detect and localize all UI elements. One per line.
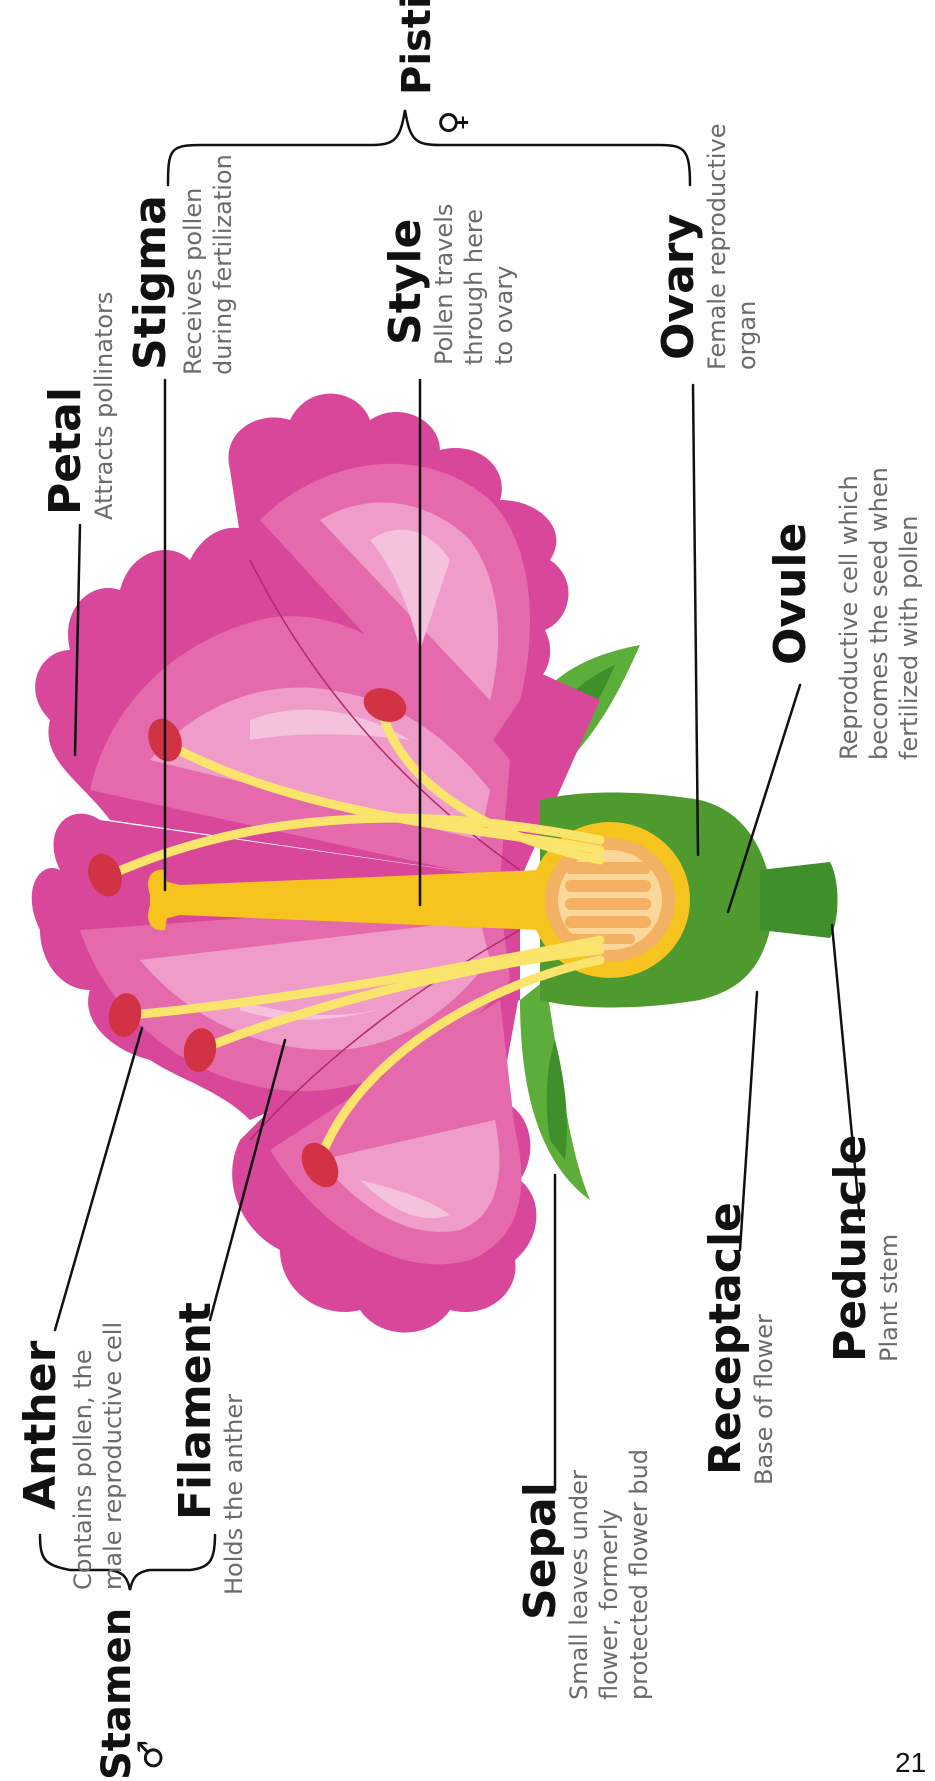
- style-label: Style Pollen travels through here to ova…: [380, 204, 518, 365]
- sepal-desc-line-2: flower, formerly: [595, 1509, 623, 1700]
- ovary-title: Ovary: [653, 214, 704, 360]
- petal-label: Petal Attracts pollinators: [40, 292, 118, 520]
- style-title: Style: [380, 219, 431, 345]
- peduncle: [760, 862, 838, 938]
- anther-leader: [55, 1028, 142, 1330]
- sepal-title: Sepal: [515, 1482, 566, 1620]
- ovary-desc-line-2: organ: [733, 301, 761, 370]
- stamen-label: Stamen ♂: [94, 1608, 171, 1780]
- pistil-title: Pistil: [394, 0, 440, 95]
- style-desc-line-3: to ovary: [490, 266, 518, 365]
- pistil-brace: [168, 110, 690, 185]
- stamen-symbol: ♂: [131, 1740, 171, 1770]
- receptacle-title: Receptacle: [700, 1202, 751, 1475]
- stigma-desc-line-1: Receives pollen: [179, 188, 207, 375]
- filament-title: Filament: [170, 1302, 221, 1520]
- style-desc-line-2: through here: [460, 209, 488, 365]
- flower-illustration: [32, 394, 838, 1333]
- sepal-desc-line-3: protected flower bud: [625, 1449, 653, 1700]
- filament-label: Filament Holds the anther: [170, 1302, 248, 1595]
- ovule-desc-line-3: fertilized with pollen: [895, 516, 923, 761]
- petal-desc-line-1: Attracts pollinators: [90, 292, 118, 520]
- anther-label: Anther Contains pollen, the male reprodu…: [15, 1322, 127, 1590]
- sepal-desc-line-1: Small leaves under: [565, 1470, 593, 1700]
- anther-desc-line-1: Contains pollen, the: [69, 1349, 97, 1590]
- style-desc-line-1: Pollen travels: [430, 204, 458, 365]
- peduncle-desc-line-1: Plant stem: [875, 1234, 903, 1362]
- receptacle-desc-line-1: Base of flower: [750, 1314, 778, 1485]
- ovule-label: Ovule Reproductive cell which becomes th…: [765, 467, 923, 760]
- petal-title: Petal: [40, 387, 91, 515]
- page-number: 21: [895, 1747, 926, 1778]
- peduncle-label: Peduncle Plant stem: [825, 1135, 903, 1362]
- ovary-leader: [693, 385, 698, 855]
- ovule-desc-line-1: Reproductive cell which: [835, 475, 863, 760]
- stamen-brace: [40, 1535, 215, 1590]
- pistil-symbol: ♀: [433, 110, 473, 135]
- receptacle-label: Receptacle Base of flower: [700, 1202, 778, 1485]
- ovule-desc-line-2: becomes the seed when: [865, 467, 893, 760]
- anther-title: Anther: [15, 1340, 66, 1510]
- ovary-desc-line-1: Female reproductive: [703, 124, 731, 370]
- stigma-title: Stigma: [125, 195, 176, 370]
- ovary-label: Ovary Female reproductive organ: [653, 124, 761, 370]
- anther-desc-line-2: male reproductive cell: [99, 1322, 127, 1590]
- stigma-label: Stigma Receives pollen during fertilizat…: [125, 154, 237, 375]
- ovule-title: Ovule: [765, 523, 816, 665]
- stigma-desc-line-2: during fertilization: [209, 154, 237, 375]
- sepal-label: Sepal Small leaves under flower, formerl…: [515, 1449, 653, 1700]
- filament-desc-line-1: Holds the anther: [220, 1394, 248, 1595]
- peduncle-title: Peduncle: [825, 1135, 876, 1362]
